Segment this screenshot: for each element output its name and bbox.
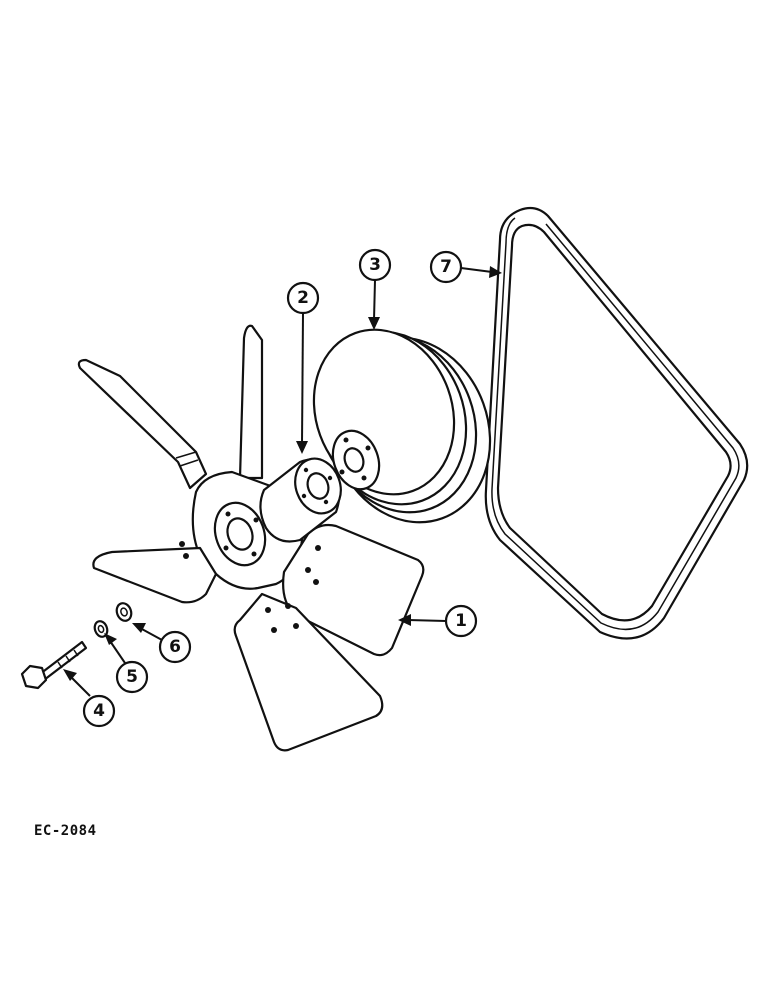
callout-label-5: 5 [126, 667, 138, 687]
spacer [259, 457, 342, 543]
callout-label-7: 7 [440, 257, 452, 277]
callout-3: 3 [358, 248, 392, 330]
lock-washer [93, 620, 109, 638]
callout-label-4: 4 [93, 701, 105, 721]
bolt [20, 640, 88, 690]
drawing-code: EC-2084 [34, 823, 97, 839]
callout-2: 2 [286, 281, 320, 454]
callout-7: 7 [429, 250, 502, 284]
callout-6: 6 [132, 623, 192, 664]
callout-4: 4 [63, 669, 116, 728]
flat-washer [115, 602, 133, 622]
callout-label-2: 2 [297, 288, 309, 308]
callout-1: 1 [398, 604, 478, 638]
callout-5: 5 [104, 633, 149, 694]
pulley [312, 328, 492, 524]
v-belt [484, 206, 749, 640]
callout-label-1: 1 [455, 611, 467, 631]
callout-label-3: 3 [369, 255, 381, 275]
fan [77, 324, 425, 752]
callout-label-6: 6 [169, 637, 181, 657]
